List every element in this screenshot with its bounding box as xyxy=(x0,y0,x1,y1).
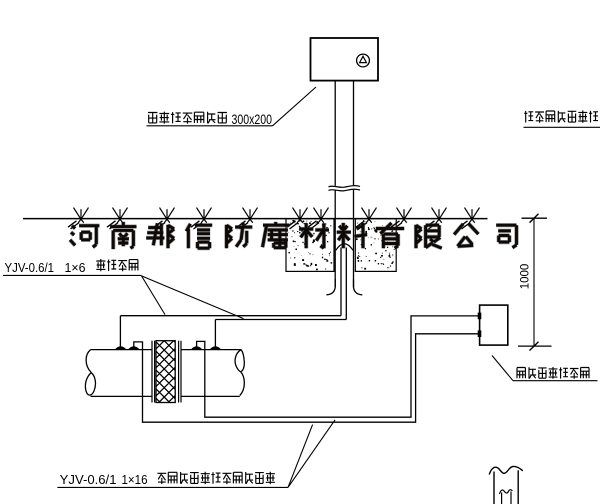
svg-text:1×16: 1×16 xyxy=(122,472,148,487)
svg-text:1×6: 1×6 xyxy=(65,260,86,275)
svg-text:YJV-0.6/1: YJV-0.6/1 xyxy=(60,472,117,487)
svg-text:300x200: 300x200 xyxy=(232,112,273,127)
svg-text:1000: 1000 xyxy=(520,264,532,290)
svg-text:YJV-0.6/1: YJV-0.6/1 xyxy=(5,260,55,275)
